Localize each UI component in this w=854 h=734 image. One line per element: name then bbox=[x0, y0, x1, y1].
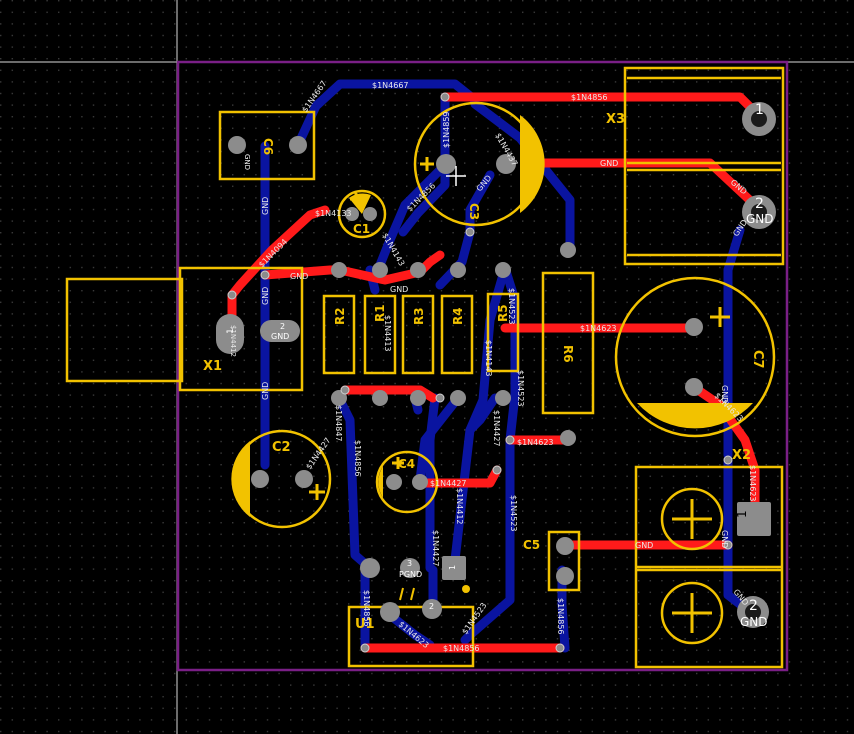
label-x1: X1 bbox=[203, 359, 222, 374]
pads-layer bbox=[216, 102, 776, 628]
net-label-n4427-c4: $1N4427 bbox=[430, 479, 467, 488]
net-label-n4523: $1N4523 bbox=[507, 288, 516, 325]
u1-pad2-number: 2 bbox=[429, 602, 434, 611]
r5-outline bbox=[486, 292, 520, 373]
r1-outline bbox=[363, 294, 397, 375]
x2-pad2-net: GND bbox=[740, 615, 768, 629]
label-r2: R2 bbox=[333, 307, 347, 325]
net-label-n4413: $1N4413 bbox=[383, 315, 392, 352]
board-outline bbox=[176, 60, 789, 672]
net-label-n4412: $1N4412 bbox=[455, 488, 464, 525]
net-label-n4856-c5: $1N4856 bbox=[556, 598, 565, 635]
label-c3: C3 bbox=[467, 203, 481, 220]
label-c2: C2 bbox=[272, 440, 291, 455]
net-label-n4523-u1: $1N4523 bbox=[509, 495, 518, 532]
label-c5: C5 bbox=[523, 538, 540, 552]
u1-pad3-number: 3 bbox=[407, 559, 412, 568]
pad-labels: 1 2 GND 1 2 GND 1 2 GND 3 PGND 1 2 GND bbox=[226, 102, 774, 629]
net-label-gnd-c5: GND bbox=[635, 541, 653, 550]
r3-outline bbox=[401, 294, 435, 375]
x2-pad1-number: 1 bbox=[735, 510, 749, 518]
c4-outline bbox=[375, 450, 439, 514]
trace-n4667 bbox=[293, 79, 480, 150]
x3-pad2-net: GND bbox=[746, 212, 774, 226]
x2-pad2-number: 2 bbox=[749, 598, 758, 614]
u1-pad1-number: 1 bbox=[448, 565, 457, 570]
net-label-n4847: $1N4847 bbox=[334, 405, 343, 442]
pad-holes bbox=[745, 111, 767, 620]
net-label-gnd-top: GND bbox=[600, 159, 618, 168]
x3-pad1-number: 1 bbox=[755, 102, 764, 118]
capacitor-polarity-fills bbox=[231, 115, 753, 593]
label-x2: X2 bbox=[732, 448, 751, 463]
net-label-n4856-u1: $1N4856 bbox=[362, 590, 371, 627]
u1-outline bbox=[347, 605, 475, 668]
net-label-n4427-r5: $1N4427 bbox=[492, 410, 501, 447]
net-label-n4523-r6: $1N4523 bbox=[516, 370, 525, 407]
label-r4: R4 bbox=[451, 307, 465, 325]
net-label-gnd-r: GND bbox=[290, 272, 308, 281]
u1-pad3-net: PGND bbox=[399, 570, 422, 579]
x3-outline bbox=[623, 66, 785, 266]
c1-outline bbox=[337, 189, 387, 239]
net-label-n4856-top: $1N4856 bbox=[571, 93, 608, 102]
label-c6: C6 bbox=[261, 138, 275, 155]
net-label-n4667: $1N4667 bbox=[372, 81, 409, 90]
net-label-n4623-x2: $1N4623 bbox=[748, 465, 757, 502]
net-label-gnd-c7: GND bbox=[720, 385, 729, 403]
x1-pad2-number: 2 bbox=[280, 322, 285, 331]
net-label-n4427-u1: $1N4427 bbox=[431, 530, 440, 567]
x1-pad2-net: GND bbox=[271, 332, 289, 341]
label-c7: C7 bbox=[750, 350, 765, 369]
label-r1: R1 bbox=[373, 304, 387, 322]
silkscreen-layer bbox=[65, 66, 785, 669]
label-c4: C4 bbox=[398, 457, 415, 471]
net-label-n4623-r5: $1N4623 bbox=[580, 324, 617, 333]
net-label-gnd-x1: GND bbox=[261, 287, 270, 305]
x1-body bbox=[178, 266, 304, 392]
vias-layer bbox=[227, 92, 733, 653]
c6-pad-net: GND bbox=[243, 154, 251, 170]
c6-outline bbox=[218, 110, 316, 181]
net-label-n4623-r6: $1N4623 bbox=[517, 438, 554, 447]
r2-outline bbox=[322, 294, 356, 375]
r6-outline bbox=[541, 271, 595, 415]
net-label-n4143-r4: $1N4143 bbox=[484, 340, 493, 377]
net-label-gnd-c6: GND bbox=[261, 197, 270, 215]
c-crosshairs bbox=[446, 166, 466, 186]
x1-pad1-number: 1 bbox=[226, 328, 236, 334]
net-label-gnd-x2: GND bbox=[720, 530, 729, 548]
x2-crosshairs bbox=[672, 499, 712, 633]
label-c1: C1 bbox=[353, 222, 370, 236]
net-label-n4859: $1N4859 bbox=[442, 111, 451, 148]
net-label-n4856-bot: $1N4856 bbox=[443, 644, 480, 653]
component-labels: X3 X2 X1 C1 C2 C4 C5 U1 C7 C6 C3 R2 R1 R… bbox=[203, 112, 765, 632]
net-label-n4133: $1N4133 bbox=[315, 209, 352, 218]
x1-outline bbox=[65, 277, 184, 383]
c7-outline bbox=[614, 276, 776, 438]
label-r3: R3 bbox=[412, 307, 426, 325]
c5-outline bbox=[547, 530, 581, 592]
net-label-gnd-x1b: GND bbox=[261, 382, 270, 400]
label-r6: R6 bbox=[561, 345, 575, 363]
label-u1: U1 bbox=[355, 617, 375, 632]
label-r5: R5 bbox=[496, 304, 510, 322]
r4-outline bbox=[440, 294, 474, 375]
net-label-n4856-c2: $1N4856 bbox=[353, 440, 362, 477]
x3-pad2-number: 2 bbox=[755, 196, 764, 212]
net-label-gnd-r2: GND bbox=[390, 285, 408, 294]
label-x3: X3 bbox=[606, 112, 625, 127]
net-label-n4412-c6: $1N4412 bbox=[229, 325, 237, 357]
